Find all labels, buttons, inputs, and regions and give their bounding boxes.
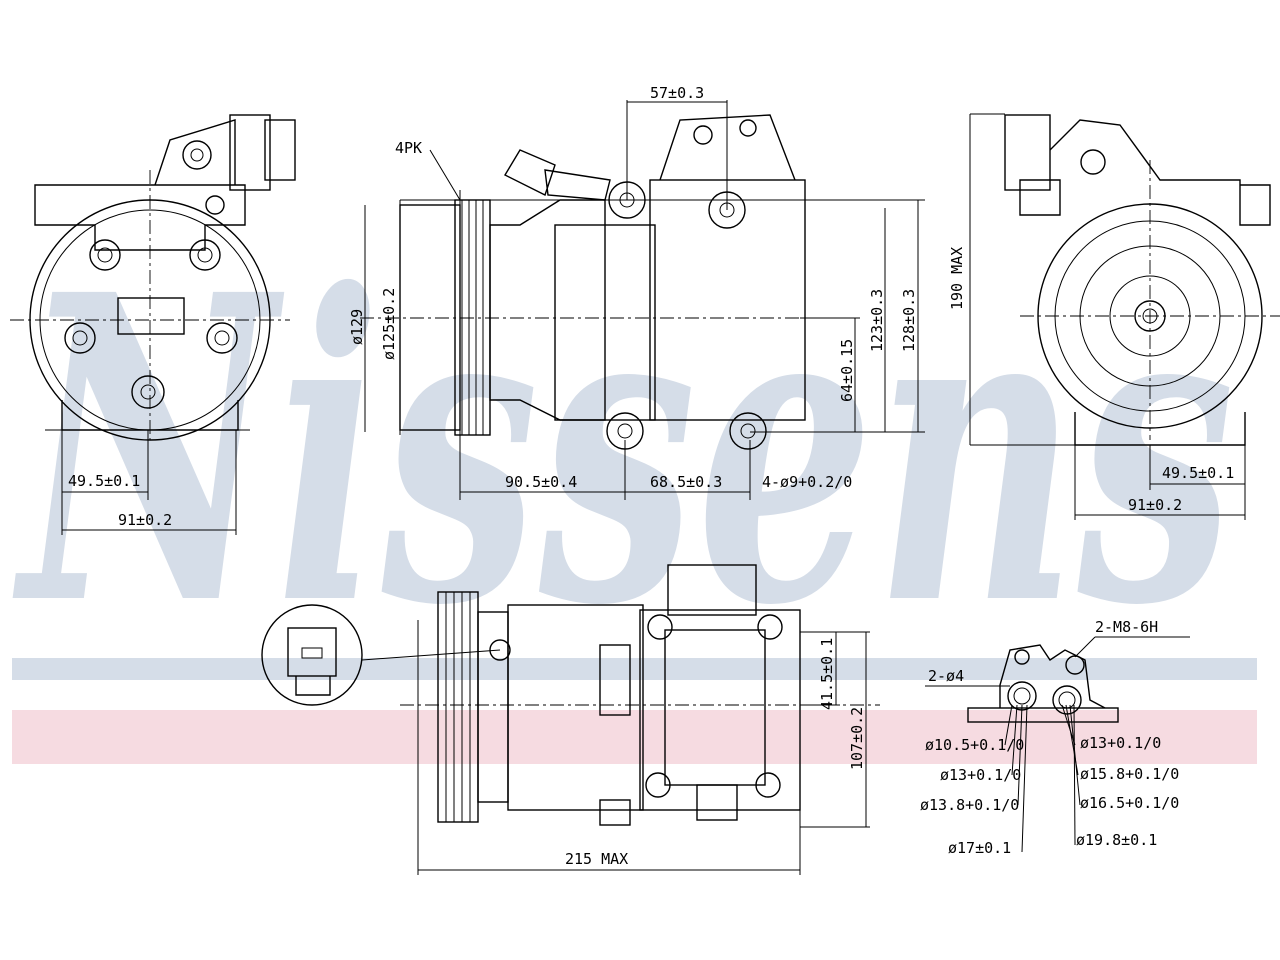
- front-dim-width: 91±0.2: [118, 511, 172, 529]
- port-right-dim-4: ø19.8±0.1: [1076, 831, 1157, 849]
- port-left-dim-3: ø13.8+0.1/0: [920, 796, 1019, 814]
- front-dim-height: 49.5±0.1: [68, 472, 140, 490]
- side-dim-top: 57±0.3: [650, 84, 704, 102]
- side-dim-pulley-dia: ø129: [348, 309, 366, 345]
- side-dim-len2: 68.5±0.3: [650, 473, 722, 491]
- watermark-brand: Nissens: [11, 205, 1235, 698]
- side-pulley-label: 4PK: [395, 139, 422, 157]
- bottom-view: [261, 564, 880, 875]
- rear-dim-height: 49.5±0.1: [1162, 464, 1234, 482]
- port-left-dim-2: ø13+0.1/0: [940, 766, 1021, 784]
- watermark-red-band: [12, 710, 1257, 764]
- bottom-dim-length: 215 MAX: [565, 850, 628, 868]
- rear-dim-width: 91±0.2: [1128, 496, 1182, 514]
- side-view: [360, 100, 925, 500]
- side-dim-h128: 128±0.3: [900, 289, 918, 352]
- port-label-threads: 2-M8-6H: [1095, 618, 1158, 636]
- port-detail: [925, 636, 1190, 853]
- side-dim-h64: 64±0.15: [838, 339, 856, 402]
- port-right-dim-3: ø16.5+0.1/0: [1080, 794, 1179, 812]
- port-right-dim-1: ø13+0.1/0: [1080, 734, 1161, 752]
- rear-view: [969, 113, 1280, 520]
- side-dim-h123: 123±0.3: [868, 289, 886, 352]
- port-left-dim-4: ø17±0.1: [948, 839, 1011, 857]
- port-left-dim-1: ø10.5+0.1/0: [925, 736, 1024, 754]
- bottom-dim-41: 41.5±0.1: [818, 638, 836, 710]
- side-dim-len1: 90.5±0.4: [505, 473, 577, 491]
- watermark-blue-band: [12, 658, 1257, 680]
- side-dim-holes: 4-ø9+0.2/0: [762, 473, 852, 491]
- port-right-dim-2: ø15.8+0.1/0: [1080, 765, 1179, 783]
- front-view: [10, 114, 296, 535]
- watermark: Nissens: [11, 205, 1257, 764]
- side-dim-clutch-dia: ø125±0.2: [380, 288, 398, 360]
- bottom-dim-107: 107±0.2: [848, 707, 866, 770]
- port-label-holes: 2-ø4: [928, 667, 964, 685]
- side-dim-h190: 190 MAX: [948, 247, 966, 310]
